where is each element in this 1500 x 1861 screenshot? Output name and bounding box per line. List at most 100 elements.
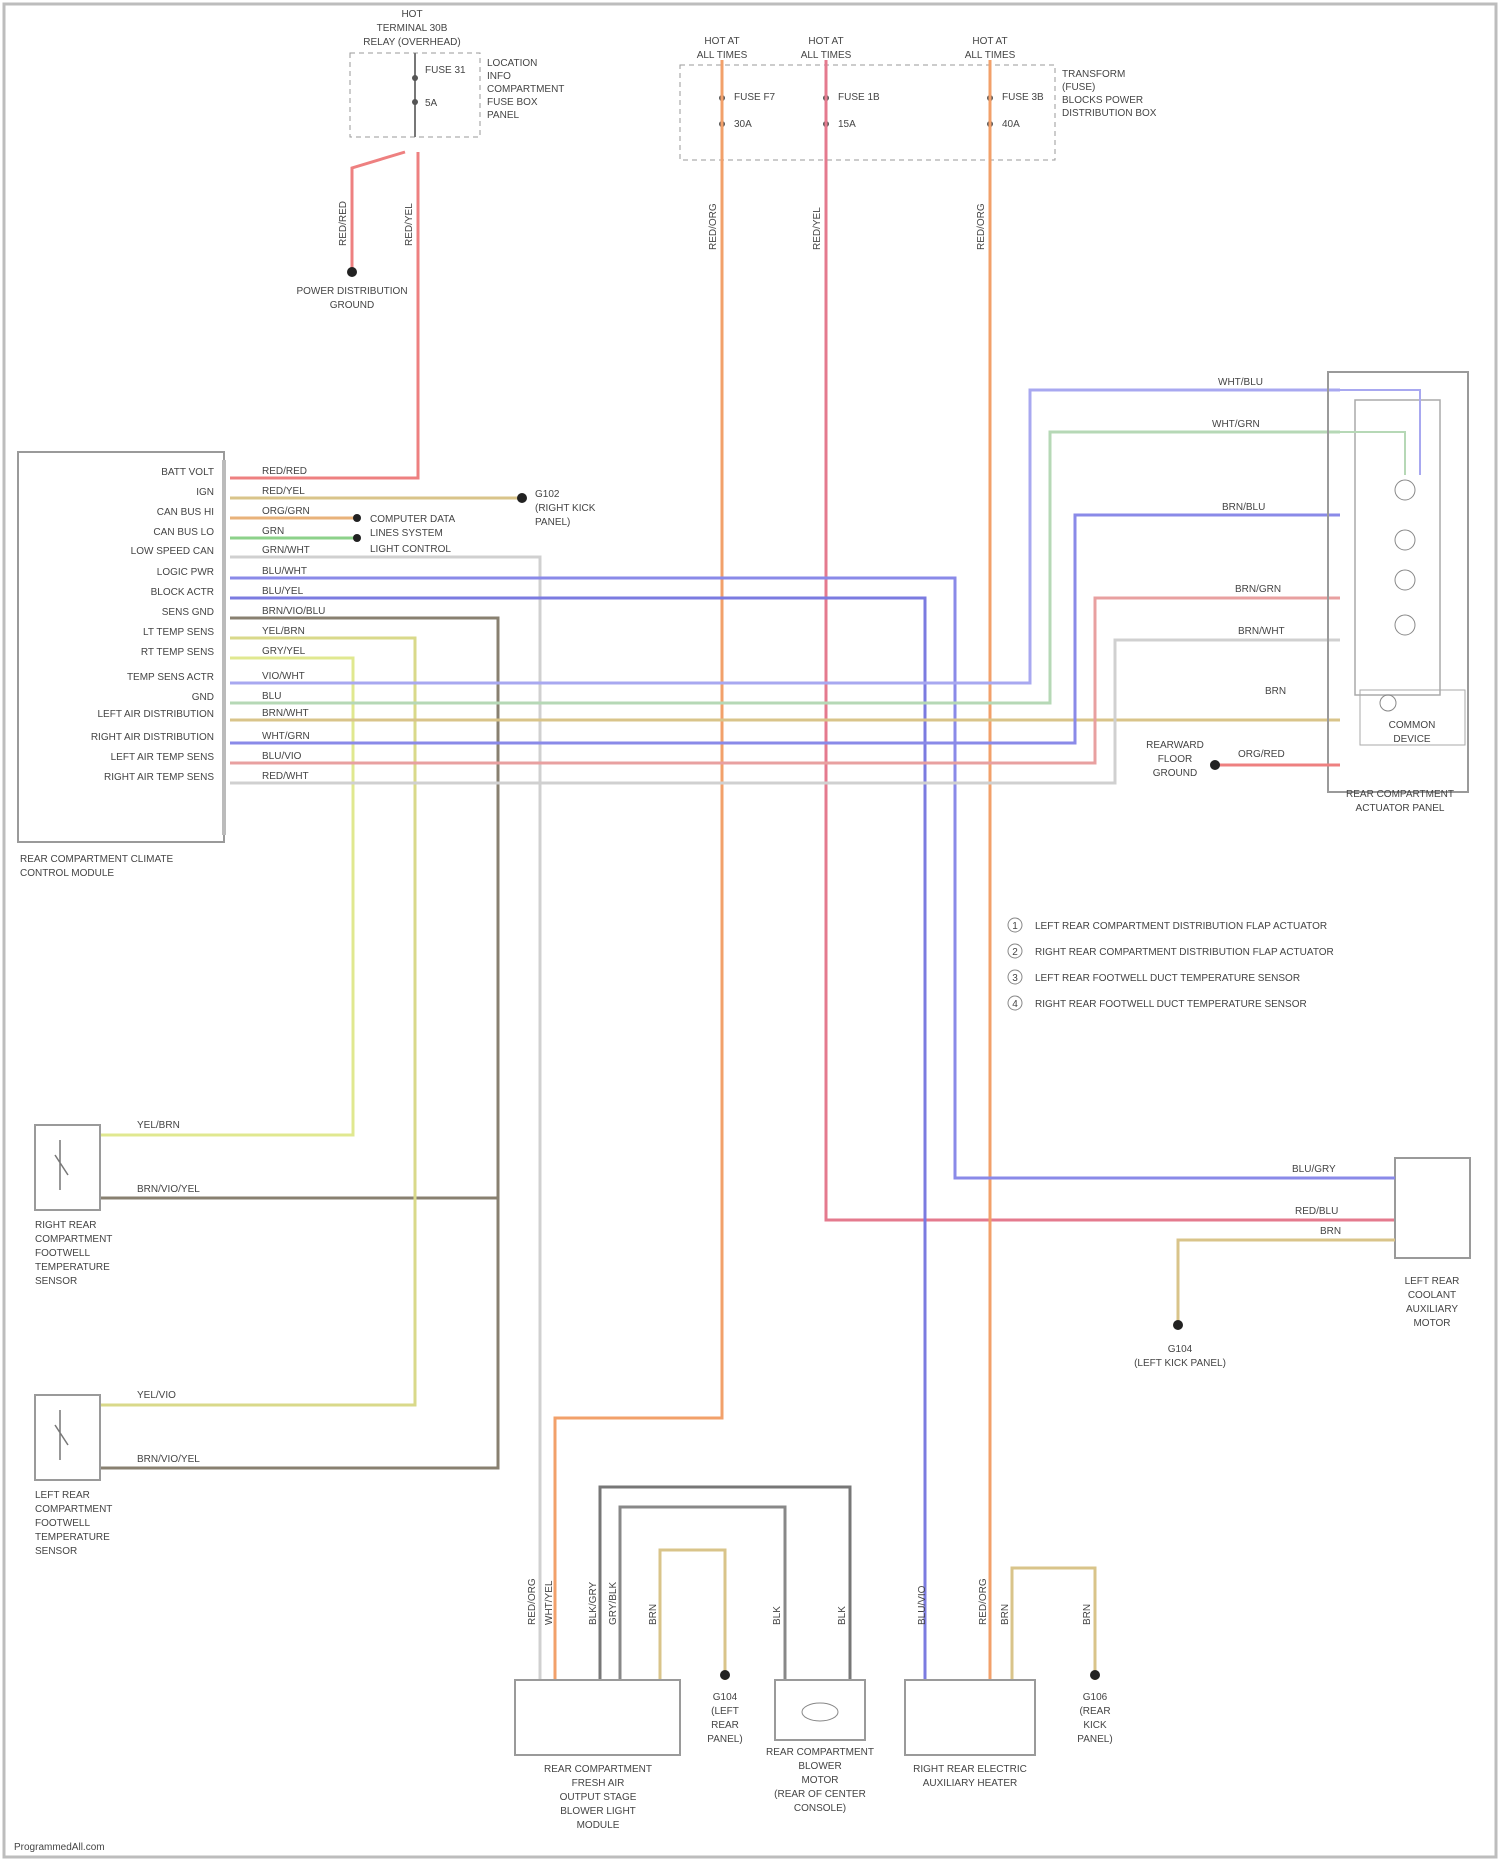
splice-label-2: LIGHT CONTROL — [370, 544, 451, 555]
actuator-panel: COMMON DEVICE WHT/BLU WHT/GRN BRN/BLU BR… — [1146, 372, 1468, 814]
fuse-block-box — [680, 65, 1055, 160]
bottom-ground-1-label-4: PANEL) — [707, 1734, 742, 1745]
fuse-block-label-2: (FUSE) — [1062, 82, 1095, 93]
bottom-ground-1-label-2: (LEFT — [711, 1706, 739, 1717]
legend: 1 LEFT REAR COMPARTMENT DISTRIBUTION FLA… — [1008, 918, 1334, 1010]
aux-motor-wire-2: RED/BLU — [1295, 1206, 1338, 1217]
aux-motor-box — [1395, 1158, 1470, 1258]
output-stage-label-1: REAR COMPARTMENT — [544, 1764, 652, 1775]
pin-name: CAN BUS LO — [153, 527, 214, 538]
fuse-1-name: FUSE F7 — [734, 92, 776, 103]
bottom-ground-2-label-4: PANEL) — [1077, 1734, 1112, 1745]
actuator-motor-4 — [1395, 615, 1415, 635]
blower-label-3: MOTOR — [801, 1775, 838, 1786]
output-stage-box — [515, 1680, 680, 1755]
logic-pwr-wire — [230, 578, 1380, 1178]
pin-wire-color: BLU/YEL — [262, 586, 304, 597]
fuse-block-label-3: BLOCKS POWER — [1062, 95, 1143, 106]
relay-title-3: RELAY (OVERHEAD) — [363, 37, 460, 48]
pin-name: RIGHT AIR TEMP SENS — [104, 772, 214, 783]
bottom-ground-1: G104 (LEFT REAR PANEL) — [707, 1550, 742, 1745]
left-sensor-label-3: FOOTWELL — [35, 1518, 90, 1529]
can-hi-dot — [353, 514, 361, 522]
actuator-panel-label-2: ACTUATOR PANEL — [1356, 803, 1445, 814]
actuator-motor-2 — [1395, 530, 1415, 550]
actuator-motor-1 — [1395, 480, 1415, 500]
pin-wire-color: WHT/GRN — [262, 731, 310, 742]
legend-num-1: 1 — [1012, 921, 1018, 932]
fuse-1-wire: RED/ORG — [708, 203, 719, 250]
pin-wire-color: ORG/GRN — [262, 506, 310, 517]
fuse-3-name: FUSE 3B — [1002, 92, 1044, 103]
right-sensor-label-4: TEMPERATURE — [35, 1262, 110, 1273]
pin-name: LEFT AIR TEMP SENS — [111, 752, 215, 763]
pin-name: CAN BUS HI — [157, 507, 214, 518]
legend-text-3: LEFT REAR FOOTWELL DUCT TEMPERATURE SENS… — [1035, 973, 1300, 984]
fuse-3-amps: 40A — [1002, 119, 1020, 130]
bottom-ground-1-label-1: G104 — [713, 1692, 738, 1703]
right-sensor-label-3: FOOTWELL — [35, 1248, 90, 1259]
pin-name: LT TEMP SENS — [143, 627, 214, 638]
actuator-ground-dot — [1210, 760, 1220, 770]
relay-note-3: COMPARTMENT — [487, 84, 564, 95]
can-lo-dot — [353, 534, 361, 542]
aux-motor-label-4: MOTOR — [1413, 1318, 1450, 1329]
heater-wire-1: BLU/VIO — [917, 1585, 928, 1625]
pin-name: LEFT AIR DISTRIBUTION — [98, 709, 215, 720]
g102-label-3: PANEL) — [535, 517, 570, 528]
fuse-block-label-4: DISTRIBUTION BOX — [1062, 108, 1157, 119]
bottom-wiring — [600, 1487, 1095, 1680]
right-sensor-box — [35, 1125, 100, 1210]
pin-name: GND — [192, 692, 214, 703]
power-ground-dot — [347, 267, 357, 277]
output-stage-label-4: BLOWER LIGHT — [560, 1806, 636, 1817]
blower-wire-2: BLK — [837, 1606, 848, 1625]
pin-wire-color: RED/WHT — [262, 771, 309, 782]
pin-wire-color: BRN/VIO/BLU — [262, 606, 325, 617]
relay-fuse-dot-1 — [412, 75, 418, 81]
actuator-wire-1: WHT/BLU — [1218, 377, 1263, 388]
blower-loop-inner — [620, 1507, 785, 1680]
relay-note-1: LOCATION — [487, 58, 537, 69]
output-stage-wire-1: RED/ORG — [527, 1578, 538, 1625]
bottom-ground-2-label-1: G106 — [1083, 1692, 1108, 1703]
relay-title-2: TERMINAL 30B — [377, 23, 448, 34]
pin-name: RT TEMP SENS — [141, 647, 215, 658]
bottom-ground-1-label-3: REAR — [711, 1720, 739, 1731]
relay-wire-label-2: RED/YEL — [404, 203, 415, 246]
blower-label-2: BLOWER — [798, 1761, 841, 1772]
pin-wire-color: RED/YEL — [262, 486, 305, 497]
heater-wire-2: RED/ORG — [978, 1578, 989, 1625]
bottom-ground-2-dot — [1090, 1670, 1100, 1680]
pin-name: IGN — [196, 487, 214, 498]
relay-batt-wire — [230, 152, 418, 478]
pin-name: SENS GND — [162, 607, 214, 618]
climate-module-pin-wires: RED/REDRED/YELORG/GRNGRNGRN/WHTBLU/WHTBL… — [262, 466, 325, 782]
actuator-wire-3: BRN/BLU — [1222, 502, 1265, 513]
output-stage-wire-4: GRY/BLK — [608, 1582, 619, 1625]
output-stage-label-2: FRESH AIR — [572, 1778, 625, 1789]
actuator-ground-label-2: FLOOR — [1158, 754, 1192, 765]
pin-name: BLOCK ACTR — [151, 587, 214, 598]
fuse-block-label-1: TRANSFORM — [1062, 69, 1125, 80]
blower-wire-1: BLK — [772, 1606, 783, 1625]
pin-wire-color: RED/RED — [262, 466, 307, 477]
aux-motor-label-1: LEFT REAR — [1405, 1276, 1460, 1287]
pin-wire-color: YEL/BRN — [262, 626, 305, 637]
auxiliary-heater: BLU/VIO RED/ORG BRN RIGHT REAR ELECTRIC … — [905, 1578, 1035, 1789]
block-actr-wire — [230, 598, 925, 1680]
relay-note-4: FUSE BOX — [487, 97, 538, 108]
actuator-common-label-1: COMMON — [1389, 720, 1436, 731]
sens-gnd-wire — [100, 618, 498, 1468]
climate-module-label-1: REAR COMPARTMENT CLIMATE — [20, 854, 173, 865]
fuse-3-title-2: ALL TIMES — [965, 50, 1016, 61]
footer-credit: ProgrammedAll.com — [14, 1842, 105, 1853]
relay-fuse-name: FUSE 31 — [425, 65, 466, 76]
pin-name: RIGHT AIR DISTRIBUTION — [91, 732, 214, 743]
thermistor-icon — [55, 1140, 68, 1190]
fuse-3-wire: RED/ORG — [976, 203, 987, 250]
pin-wire-color: BLU/WHT — [262, 566, 307, 577]
output-stage-wire-3: BLK/GRY — [588, 1582, 599, 1625]
actuator-panel-label-1: REAR COMPARTMENT — [1346, 789, 1454, 800]
